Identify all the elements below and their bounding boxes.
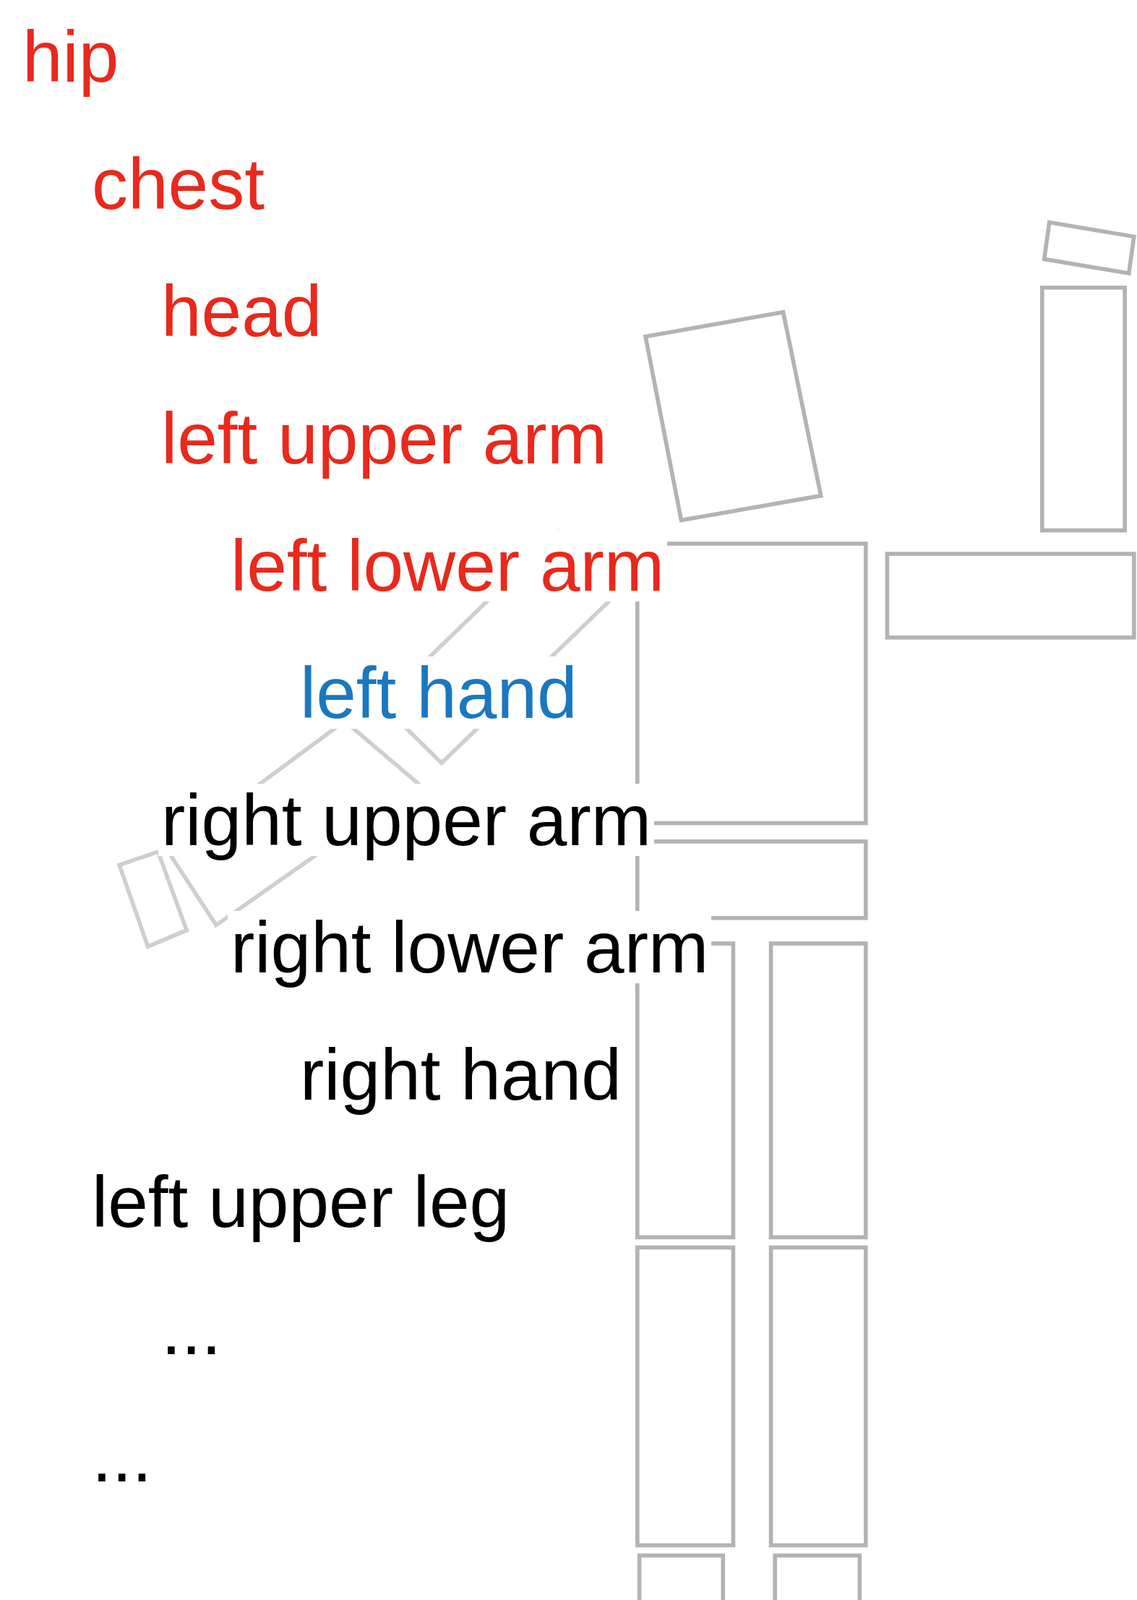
part-label: left lower arm	[227, 529, 668, 602]
part-label: head	[158, 274, 325, 347]
part-label: left hand	[297, 656, 581, 729]
part-label: ...	[158, 1292, 225, 1365]
chest-block	[637, 543, 866, 824]
part-label: right hand	[297, 1037, 625, 1111]
part-label: right upper arm	[158, 783, 655, 856]
hip-block	[637, 841, 866, 918]
upper-leg-block	[637, 943, 734, 1237]
part-label: ...	[88, 1419, 155, 1492]
lower-leg-block	[771, 1246, 866, 1545]
part-label: hip	[19, 20, 122, 93]
part-label: left upper arm	[158, 401, 611, 475]
part-label: right lower arm	[227, 910, 712, 984]
lower-leg-block	[637, 1246, 734, 1545]
hand-block	[119, 851, 187, 947]
part-label: chest	[88, 147, 268, 220]
upper-arm-block	[886, 553, 1134, 638]
part-label: left upper leg	[88, 1165, 513, 1238]
upper-leg-block	[771, 943, 866, 1237]
head-block	[645, 312, 822, 521]
foot-block	[774, 1554, 860, 1600]
foot-block	[639, 1554, 724, 1600]
lower-arm-block	[1042, 287, 1125, 531]
hand-block	[1044, 222, 1135, 274]
